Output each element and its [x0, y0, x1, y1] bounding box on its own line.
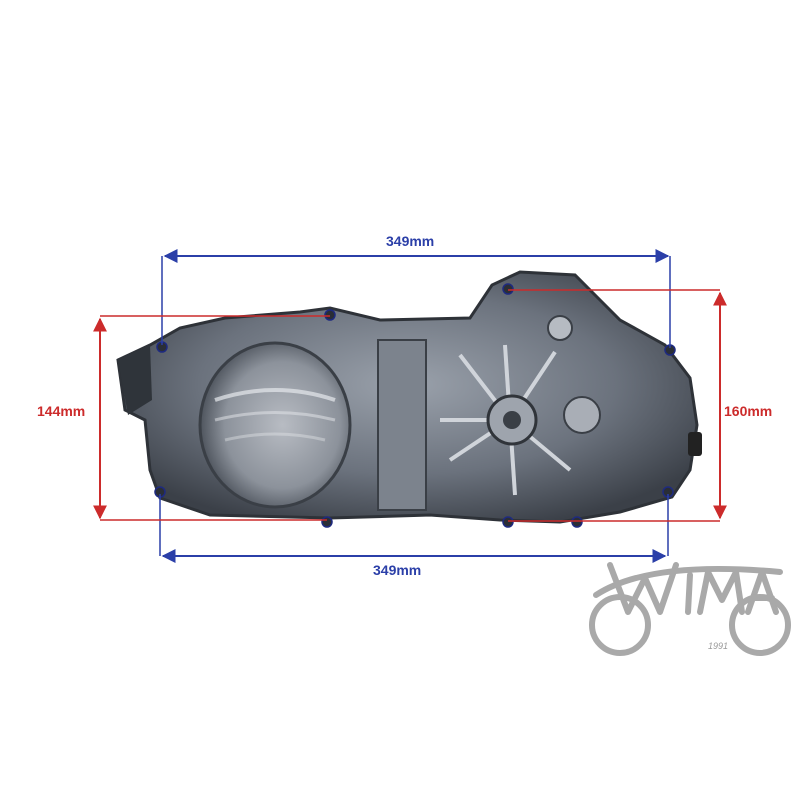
height-dimension-left	[93, 315, 330, 521]
center-rib	[377, 339, 427, 511]
width-dimension-top	[161, 249, 671, 348]
cooling-drum	[198, 341, 352, 509]
logo-year: 1991	[708, 641, 729, 651]
height-dimension-right	[508, 289, 727, 522]
variator-cover	[116, 270, 702, 528]
idler-hub	[547, 315, 573, 341]
left-intake	[118, 345, 152, 415]
secondary-gear	[563, 396, 601, 434]
height-left-label: 144mm	[37, 403, 86, 419]
brand-logo	[589, 562, 791, 656]
width-bottom-label: 349mm	[373, 562, 422, 578]
width-top-label: 349mm	[386, 233, 435, 249]
drain-plug	[688, 432, 702, 456]
width-dimension-bottom	[159, 494, 669, 563]
height-right-label: 160mm	[724, 403, 773, 419]
